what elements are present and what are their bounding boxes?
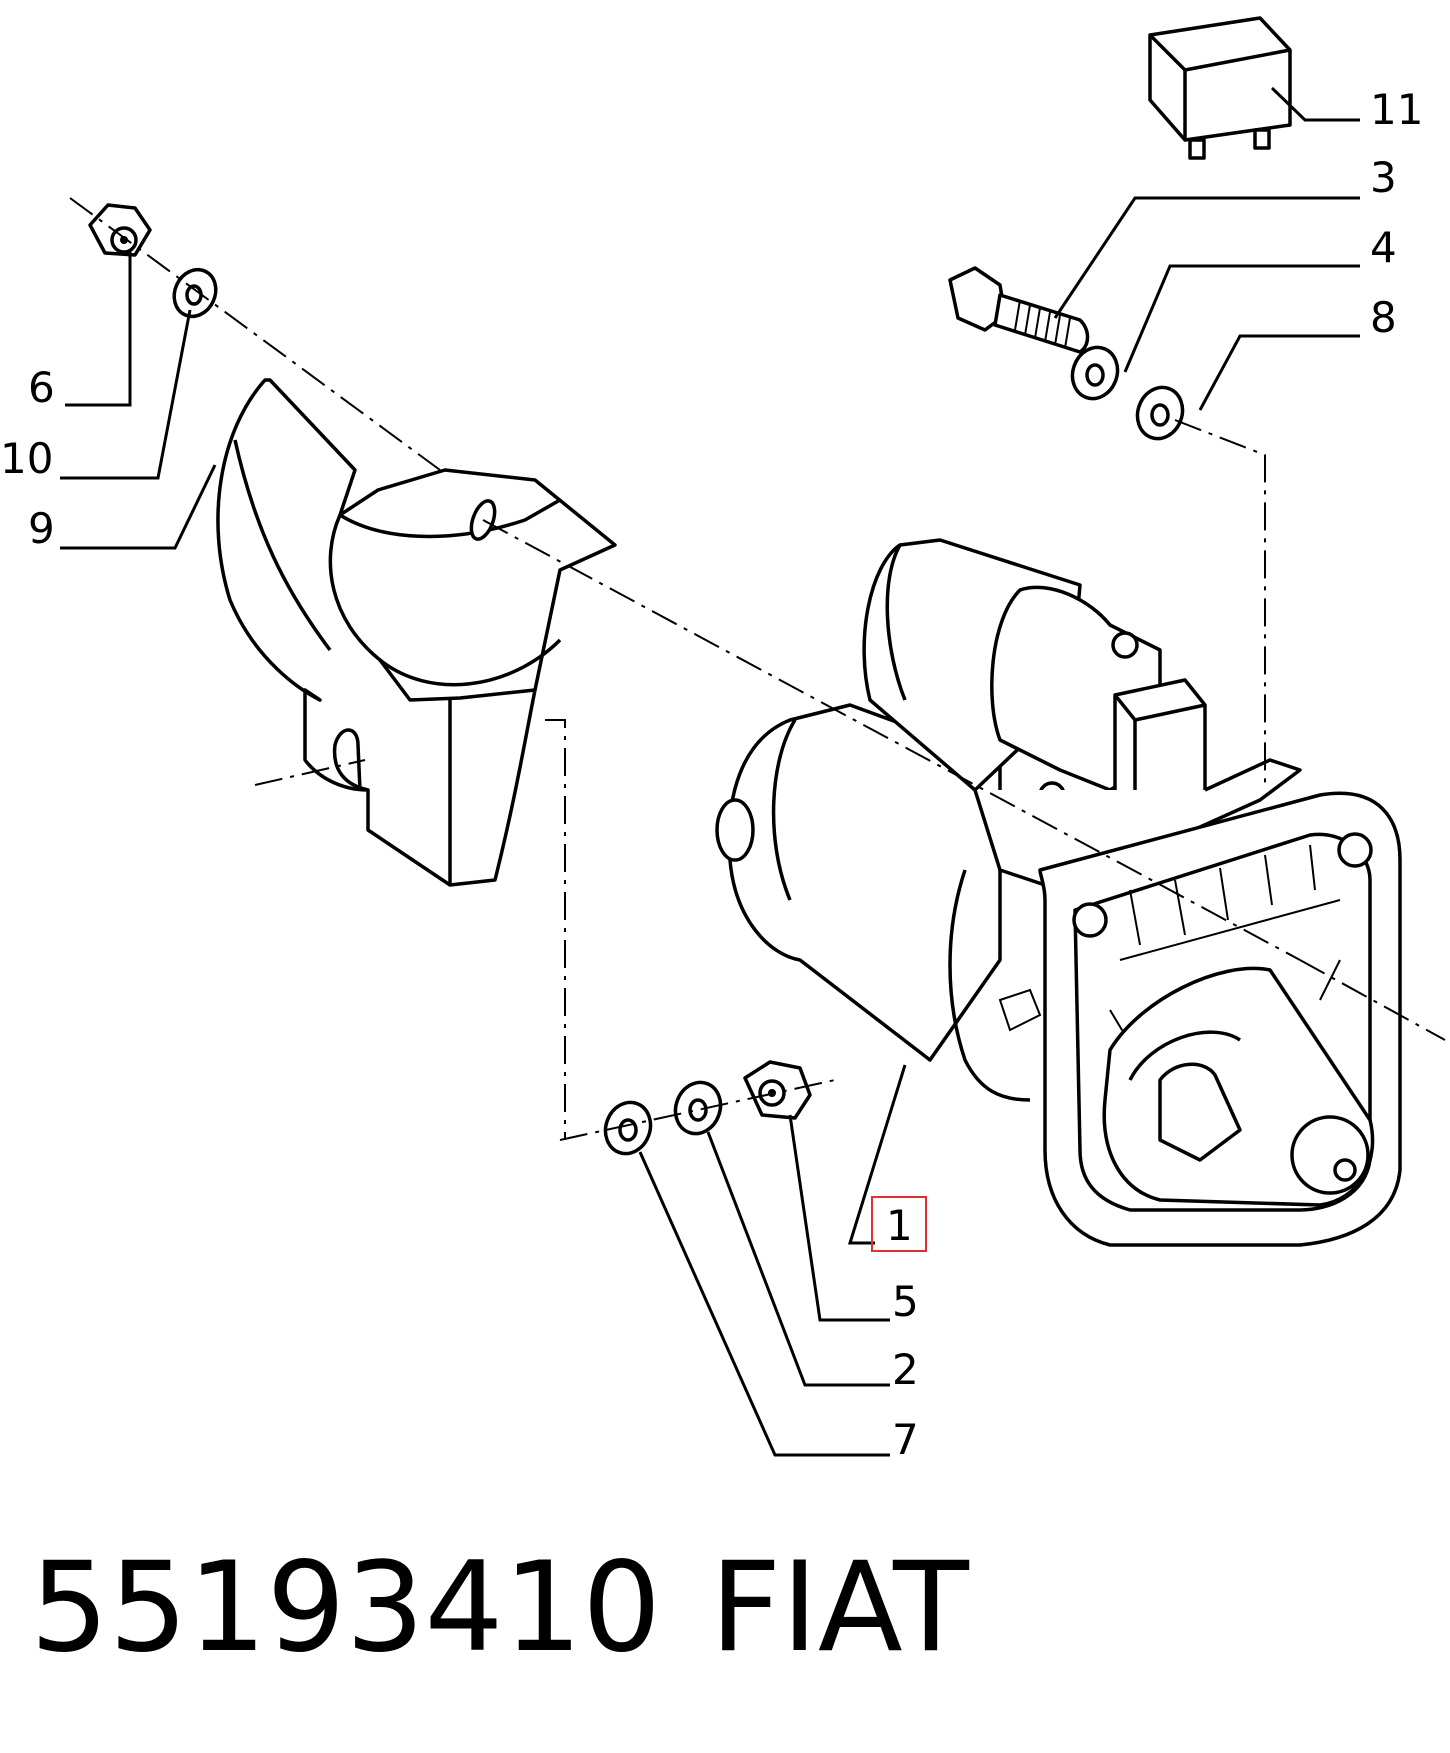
callout-5: 5 (892, 1277, 919, 1326)
callout-7: 7 (892, 1415, 919, 1464)
callout-8: 8 (1370, 293, 1397, 342)
callout-1: 1 (886, 1201, 913, 1250)
starter-motor-part (715, 538, 1402, 1247)
bolt-part-3 (948, 266, 1090, 354)
callout-1-highlight-box (871, 1196, 927, 1252)
callout-3: 3 (1370, 153, 1397, 202)
relay-part-11 (1148, 16, 1292, 160)
callout-9: 9 (28, 504, 55, 553)
nut-part-5 (743, 1060, 812, 1120)
part-number: 55193410 (30, 1536, 661, 1680)
callout-4: 4 (1370, 223, 1397, 272)
nut-part-6 (88, 203, 152, 257)
heat-shield-part (216, 378, 617, 887)
footer-caption: 55193410 FIAT (30, 1536, 970, 1680)
callout-2: 2 (892, 1345, 919, 1394)
callout-11: 11 (1370, 85, 1423, 134)
washer-part-4 (1070, 345, 1120, 401)
brand-name: FIAT (710, 1536, 970, 1680)
assembly-axis-lines (69, 197, 1446, 1141)
washer-part-10 (172, 267, 218, 319)
leader-lines (60, 86, 1360, 1457)
callout-10: 10 (0, 434, 53, 483)
callout-6: 6 (28, 363, 55, 412)
washer-part-8 (1135, 385, 1185, 441)
washer-part-7 (603, 1100, 653, 1156)
washer-part-2 (673, 1080, 723, 1136)
callout-labels: 11 3 4 8 6 10 9 1 5 2 7 (0, 85, 1423, 1464)
